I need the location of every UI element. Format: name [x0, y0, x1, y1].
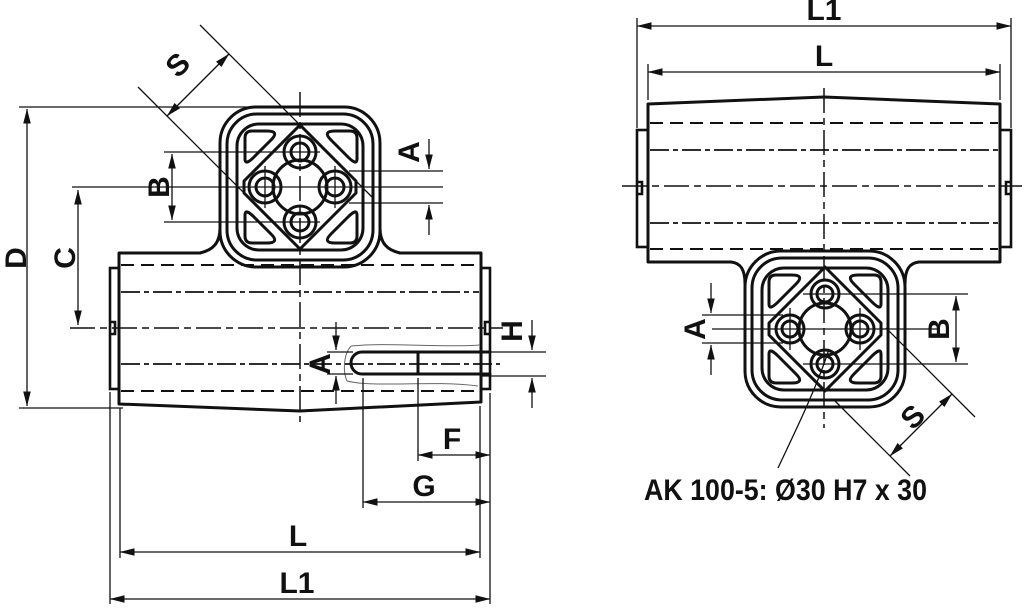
front-view: S D C B A H	[0, 24, 546, 604]
dim-label-a-top: A	[679, 318, 712, 340]
dim-label-g: G	[412, 470, 435, 503]
top-corner-pocket-bl	[767, 349, 802, 385]
top-corner-pocket-tl	[767, 273, 802, 309]
top-view: L1 L A B S AK 100-5: Ø30 H7 x 30	[622, 0, 1022, 507]
front-break-line-bottom	[346, 380, 479, 387]
front-left-cap-notch	[110, 320, 117, 336]
front-right-cap-notch	[483, 320, 490, 336]
dim-label-d: D	[0, 247, 33, 269]
front-keyway-slot	[349, 350, 492, 376]
front-left-cap	[108, 266, 121, 391]
front-corner-pocket-tr	[325, 129, 359, 164]
dim-label-h: H	[496, 320, 529, 342]
top-neck-fillet-right	[903, 260, 921, 286]
front-neck-fillet-left	[198, 226, 222, 255]
dim-label-a-keyway: A	[304, 353, 337, 375]
top-dimensions: L1 L A B S AK 100-5: Ø30 H7 x 30	[636, 0, 1012, 507]
top-corner-pocket-br	[848, 349, 883, 385]
top-body-outline	[646, 95, 1002, 264]
bore-spec-note: AK 100-5: Ø30 H7 x 30	[644, 474, 927, 507]
top-flange	[712, 249, 938, 409]
top-body	[635, 95, 1013, 264]
top-corner-pocket-tr	[848, 273, 883, 309]
top-diamond	[767, 265, 883, 393]
dim-label-s-front: S	[160, 47, 197, 84]
dim-label-s-top: S	[895, 399, 932, 436]
front-corner-pocket-bl	[243, 210, 277, 245]
note-leader-line	[777, 348, 830, 469]
dim-label-l-top: L	[815, 40, 833, 73]
front-keyway	[343, 344, 492, 387]
dim-label-l1-front: L1	[279, 567, 314, 600]
top-right-cap-notch	[1004, 180, 1011, 196]
dim-label-a-flange: A	[393, 141, 426, 163]
top-left-cap-notch	[637, 180, 644, 196]
front-corner-pocket-br	[325, 210, 359, 245]
front-corner-pocket-tl	[243, 129, 277, 164]
dim-label-c: C	[49, 247, 82, 269]
front-body-outline	[117, 251, 483, 413]
front-centerlines	[70, 92, 503, 422]
dim-label-l-front: L	[289, 520, 307, 553]
front-break-line-top	[350, 344, 481, 347]
top-neck-fillet-left	[729, 260, 747, 286]
dim-label-f: F	[443, 423, 461, 456]
front-right-cap	[479, 266, 492, 391]
top-left-cap	[635, 128, 650, 249]
front-neck-fillet-right	[378, 226, 402, 255]
dim-label-b-top: B	[923, 318, 956, 340]
front-flange	[72, 105, 443, 269]
dim-label-l1-top: L1	[806, 0, 841, 27]
front-dimensions: S D C B A H	[0, 24, 546, 604]
dim-label-b-front: B	[143, 176, 176, 198]
top-right-cap	[998, 128, 1013, 249]
front-body	[108, 251, 500, 413]
